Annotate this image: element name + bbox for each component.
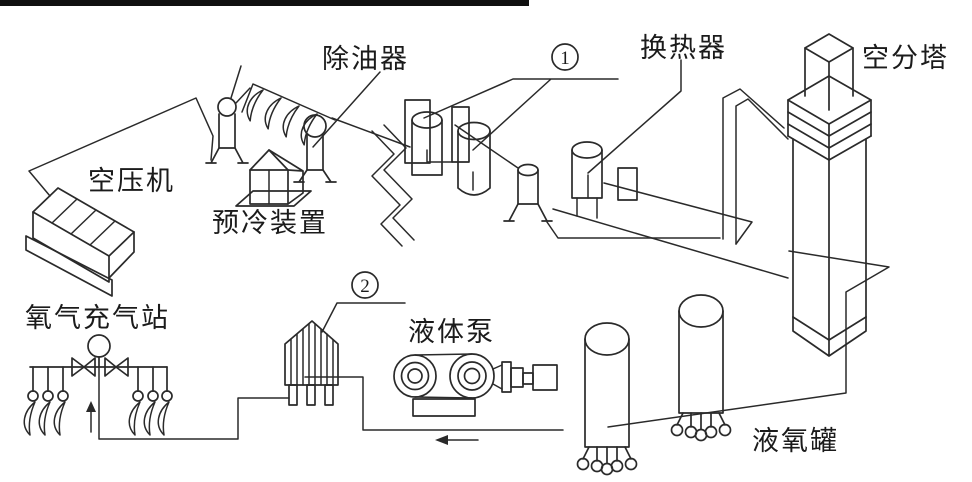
purifier-cylinder-2 — [451, 106, 491, 196]
oil-remover-vessel — [293, 114, 337, 183]
precooling-spray-band — [241, 83, 336, 147]
small-vessel — [454, 124, 553, 222]
precooling-unit — [235, 149, 312, 207]
vertical-vessel — [205, 65, 251, 164]
label-precooling-unit: 预冷装置 — [212, 208, 328, 238]
callout-1: 1 — [423, 43, 619, 151]
label-air-separation-tower: 空分塔 — [862, 43, 949, 73]
transfer-lines — [546, 182, 789, 279]
heat-exchanger-leader — [587, 59, 682, 174]
oxygen-filling-station — [23, 334, 173, 436]
callout-2-number: 2 — [360, 276, 370, 297]
label-liquid-pump: 液体泵 — [408, 317, 495, 347]
pipe-station-to-vaporizer — [98, 366, 290, 440]
pipe-vaporizer-to-tanks — [304, 376, 564, 445]
label-heat-exchanger: 换热器 — [640, 33, 727, 63]
liquid-pump — [393, 353, 558, 417]
up-arrow — [86, 401, 96, 412]
liquid-oxygen-tank-1 — [576, 322, 638, 476]
scan-edge-artifact — [0, 0, 529, 6]
riser-pipe — [722, 88, 789, 245]
liquid-oxygen-tank-2 — [670, 294, 732, 442]
label-oxygen-filling-station: 氧气充气站 — [25, 303, 170, 333]
oil-remover-leader — [312, 71, 381, 148]
label-liquid-oxygen-tank: 液氧罐 — [752, 426, 839, 456]
callout-2: 2 — [321, 271, 406, 333]
purifier-cylinder-1 — [404, 99, 453, 176]
pipe-tower-to-tanks — [607, 250, 890, 428]
air-compressor — [25, 187, 135, 297]
air-separation-tower — [787, 33, 872, 357]
left-arrow — [435, 435, 448, 445]
label-air-compressor: 空压机 — [88, 166, 175, 196]
vaporizer — [284, 320, 339, 406]
pipe-oilremover-to-purifier — [331, 117, 411, 148]
callout-1-number: 1 — [560, 48, 570, 69]
heat-exchanger — [571, 141, 638, 219]
zigzag-pipe-break — [371, 124, 415, 247]
pipe-compressor-to-vessel — [28, 97, 214, 197]
label-oil-remover: 除油器 — [322, 44, 409, 74]
